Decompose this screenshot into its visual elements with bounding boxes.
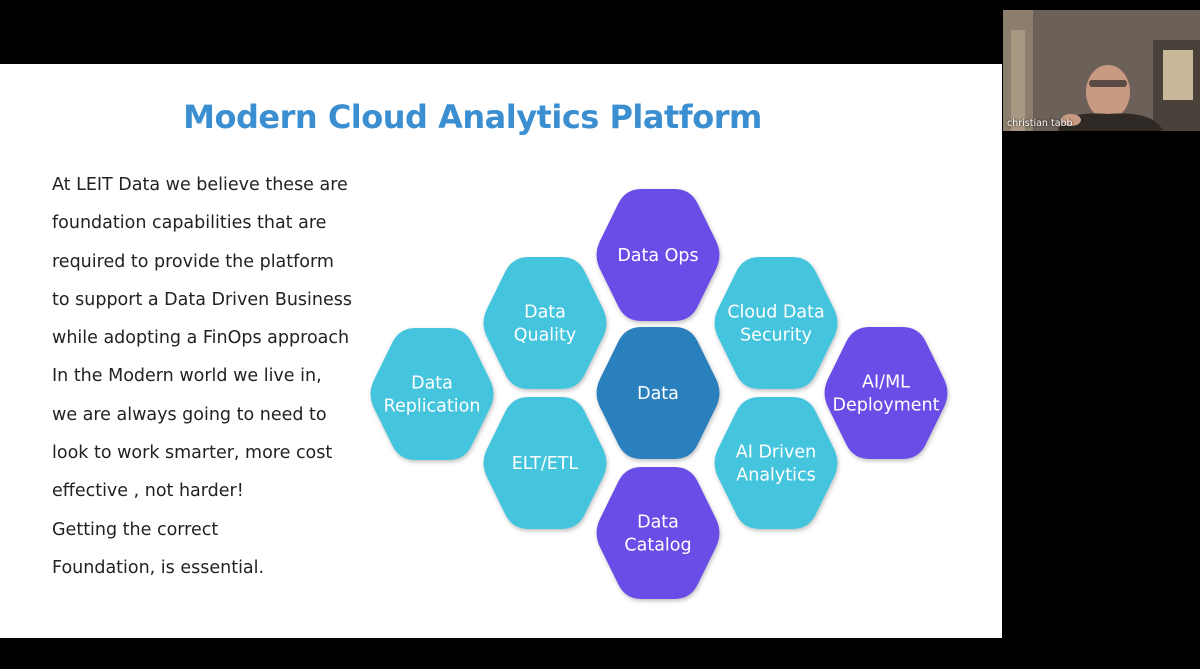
participant-video-tile[interactable]: christian tabb [1003, 10, 1200, 131]
hexagon-label: Data [637, 513, 679, 533]
slide-title: Modern Cloud Analytics Platform [183, 98, 762, 136]
hexagon-shape [370, 328, 494, 460]
body-line: required to provide the platform [52, 251, 334, 272]
hexagon-label: Deployment [832, 396, 939, 416]
body-line: effective , not harder! [52, 481, 244, 502]
hexagon-shape [714, 257, 838, 389]
hexagon-label: ELT/ETL [512, 454, 579, 474]
hexagon-shape [596, 327, 720, 459]
presentation-slide: Modern Cloud Analytics Platform At LEIT … [0, 64, 1002, 638]
slide-body-text: At LEIT Data we believe these are founda… [52, 174, 372, 595]
hexagon-shape [824, 327, 948, 459]
hexagon-shape [714, 397, 838, 529]
hexagon-label: Data Ops [617, 246, 698, 266]
hexagon-label: Data [524, 303, 566, 323]
hexagon-shape [483, 397, 607, 529]
hexagon-label: Analytics [736, 466, 815, 486]
body-line: look to work smarter, more cost [52, 443, 333, 464]
body-line: In the Modern world we live in, [52, 366, 322, 387]
hexagon-shape [596, 189, 720, 321]
hex-data-ops: Data Ops [596, 189, 720, 321]
hexagon-label: Cloud Data [727, 303, 824, 323]
hexagon-label: Quality [514, 326, 577, 346]
hexagon-label: AI Driven [736, 443, 816, 463]
hexagon-label: Replication [384, 397, 481, 417]
body-line: foundation capabilities that are [52, 213, 327, 234]
body-line: we are always going to need to [52, 404, 327, 425]
body-line: to support a Data Driven Business [52, 289, 352, 310]
hexagon-shape [483, 257, 607, 389]
hexagon-label: Catalog [624, 536, 691, 556]
body-line: Getting the correct [52, 519, 219, 540]
hex-ai-ml-deployment: AI/ML Deployment [824, 327, 948, 459]
hex-data-core: Data [596, 327, 720, 459]
participant-name: christian tabb [1007, 118, 1073, 129]
body-line: while adopting a FinOps approach [52, 328, 350, 349]
hexagon-label: AI/ML [862, 373, 910, 393]
hexagon-label: Data [637, 384, 679, 404]
body-line: Foundation, is essential. [52, 557, 265, 578]
hexagon-label: Data [411, 374, 453, 394]
participant-video-icon [1003, 10, 1200, 131]
body-line: At LEIT Data we believe these are [52, 175, 348, 195]
hex-elt-etl: ELT/ETL [483, 397, 607, 529]
hexagon-label: Security [740, 326, 812, 346]
hexagon-shape [596, 467, 720, 599]
